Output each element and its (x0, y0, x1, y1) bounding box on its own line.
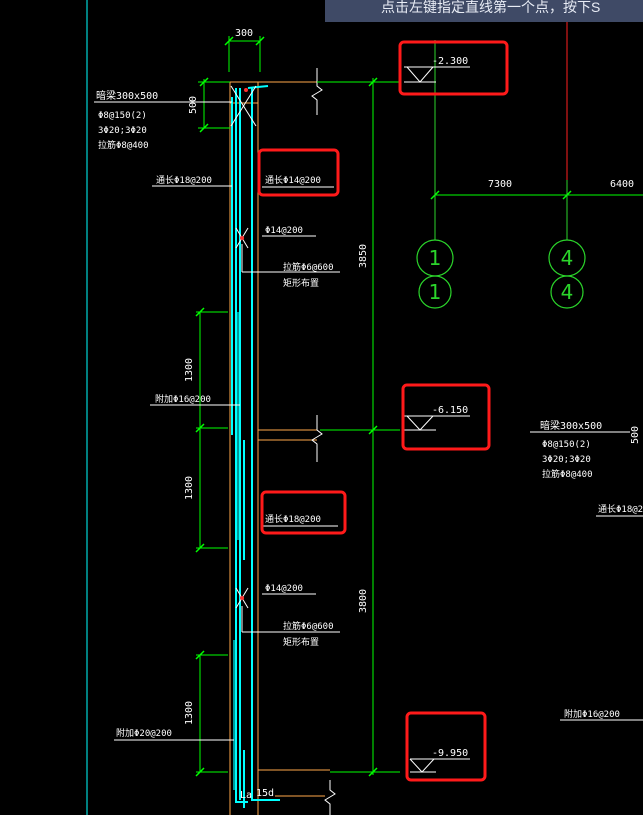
through-18-top: 通长Φ18@200 (156, 174, 212, 186)
beam-label-top: 暗梁300x500 (96, 89, 158, 102)
elevation-mid: -6.150 (432, 405, 468, 416)
highlight-through-18 (260, 490, 347, 535)
rebar-thin (233, 312, 239, 790)
dim-beam-depth: 500 (188, 96, 199, 114)
right-added-16: 附加Φ16@200 (564, 708, 620, 720)
bar-14-lower: Φ14@200 (265, 584, 303, 594)
axis-bubbles (416, 239, 586, 309)
tie-dots (240, 88, 248, 600)
elevation-symbols (404, 66, 470, 773)
elevation-top: -2.300 (432, 56, 468, 67)
dim-seg2: 1300 (184, 476, 195, 500)
beam-stirrup-top: Φ8@150(2) (98, 111, 147, 121)
axis-label-4a: 4 (561, 246, 574, 270)
beam-main-top: 3Φ20;3Φ20 (98, 126, 147, 136)
tie-upper-layout: 矩形布置 (283, 277, 319, 289)
command-prompt-tooltip: 点击左键指定直线第一个点，按下S (325, 0, 643, 22)
dim-beam-depth-right: 500 (630, 426, 641, 444)
dimension-ticks (195, 36, 572, 777)
dimension-lines (196, 36, 643, 775)
beam-stirrup-right: Φ8@150(2) (542, 440, 591, 450)
bar-14-upper: Φ14@200 (265, 226, 303, 236)
axis-label-1b: 1 (429, 280, 442, 304)
tie-lower-layout: 矩形布置 (283, 636, 319, 648)
axis-label-4b: 4 (561, 280, 574, 304)
highlight-elevation-top (398, 40, 509, 96)
grid-axis-lines (434, 40, 568, 240)
dim-top-width: 300 (235, 28, 253, 39)
through-14-top: 通长Φ14@200 (265, 174, 321, 186)
dim-seg1: 1300 (184, 358, 195, 382)
elevation-bottom: -9.950 (432, 748, 468, 759)
anchorage-15d: 15d (256, 788, 274, 799)
right-through-18: 通长Φ18@200 (598, 503, 643, 515)
through-18-mid: 通长Φ18@200 (265, 513, 321, 525)
dim-seg3: 1300 (184, 701, 195, 725)
leader-lines (94, 101, 643, 741)
anchorage-la: La (240, 790, 252, 801)
axis-label-1a: 1 (429, 246, 442, 270)
beam-tie-right: 拉筋Φ8@400 (542, 468, 593, 480)
beam-main-right: 3Φ20;3Φ20 (542, 455, 591, 465)
highlight-elevation-mid (401, 383, 491, 451)
dim-grid-span-1: 7300 (488, 179, 512, 190)
added-16: 附加Φ16@200 (155, 393, 211, 405)
highlight-through-14 (257, 148, 340, 197)
beam-tie-top: 拉筋Φ8@400 (98, 139, 149, 151)
highlight-elevation-bottom (405, 711, 487, 782)
tie-upper: 拉筋Φ6@600 (283, 261, 334, 273)
added-20: 附加Φ20@200 (116, 727, 172, 739)
dim-lower-story: 3800 (358, 589, 369, 613)
dim-grid-span-2: 6400 (610, 179, 634, 190)
break-symbols (311, 68, 336, 815)
highlight-boxes (257, 40, 509, 782)
dim-upper-story: 3850 (358, 244, 369, 268)
wall-rebar (231, 85, 280, 808)
tie-lower: 拉筋Φ6@600 (283, 620, 334, 632)
beam-label-right: 暗梁300x500 (540, 419, 602, 432)
